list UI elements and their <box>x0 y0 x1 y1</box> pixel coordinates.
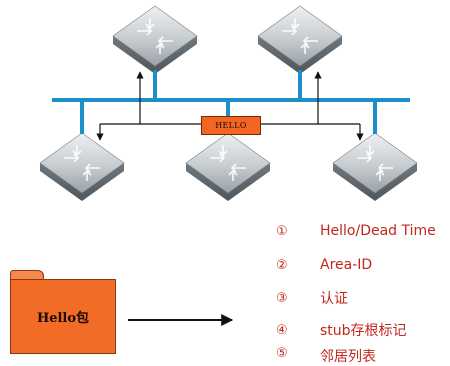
list-item-text: Area-ID <box>320 257 373 273</box>
list-item: ③ 认证 <box>276 287 348 309</box>
list-item-text: 邻居列表 <box>320 349 376 365</box>
router-icon <box>332 132 418 201</box>
router-icon <box>112 5 198 74</box>
list-item: ① Hello/Dead Time <box>276 220 436 242</box>
list-item: ⑤ 邻居列表 <box>276 346 376 365</box>
list-item-number: ③ <box>276 290 288 306</box>
list-item-number: ④ <box>276 322 288 338</box>
hello-packet-tag: HELLO <box>201 116 261 135</box>
folder-icon: Hello包 <box>10 270 116 354</box>
list-item: ② Area-ID <box>276 254 372 276</box>
router-icon <box>185 132 271 201</box>
list-item-text: Hello/Dead Time <box>320 223 436 239</box>
folder-body: Hello包 <box>10 279 116 354</box>
router-icon <box>257 5 343 74</box>
hello-flow-arrows <box>96 71 364 141</box>
folder-label: Hello包 <box>36 311 90 326</box>
network-diagram <box>39 5 418 326</box>
router-icon <box>39 132 125 201</box>
list-item: ④ stub存根标记 <box>276 319 407 341</box>
list-item-number: ② <box>276 257 288 273</box>
list-item-number: ⑤ <box>276 346 288 361</box>
list-item-text: stub存根标记 <box>320 323 407 339</box>
list-item-text: 认证 <box>320 291 348 307</box>
hello-packet-label: HELLO <box>215 121 247 130</box>
list-item-number: ① <box>276 223 288 239</box>
